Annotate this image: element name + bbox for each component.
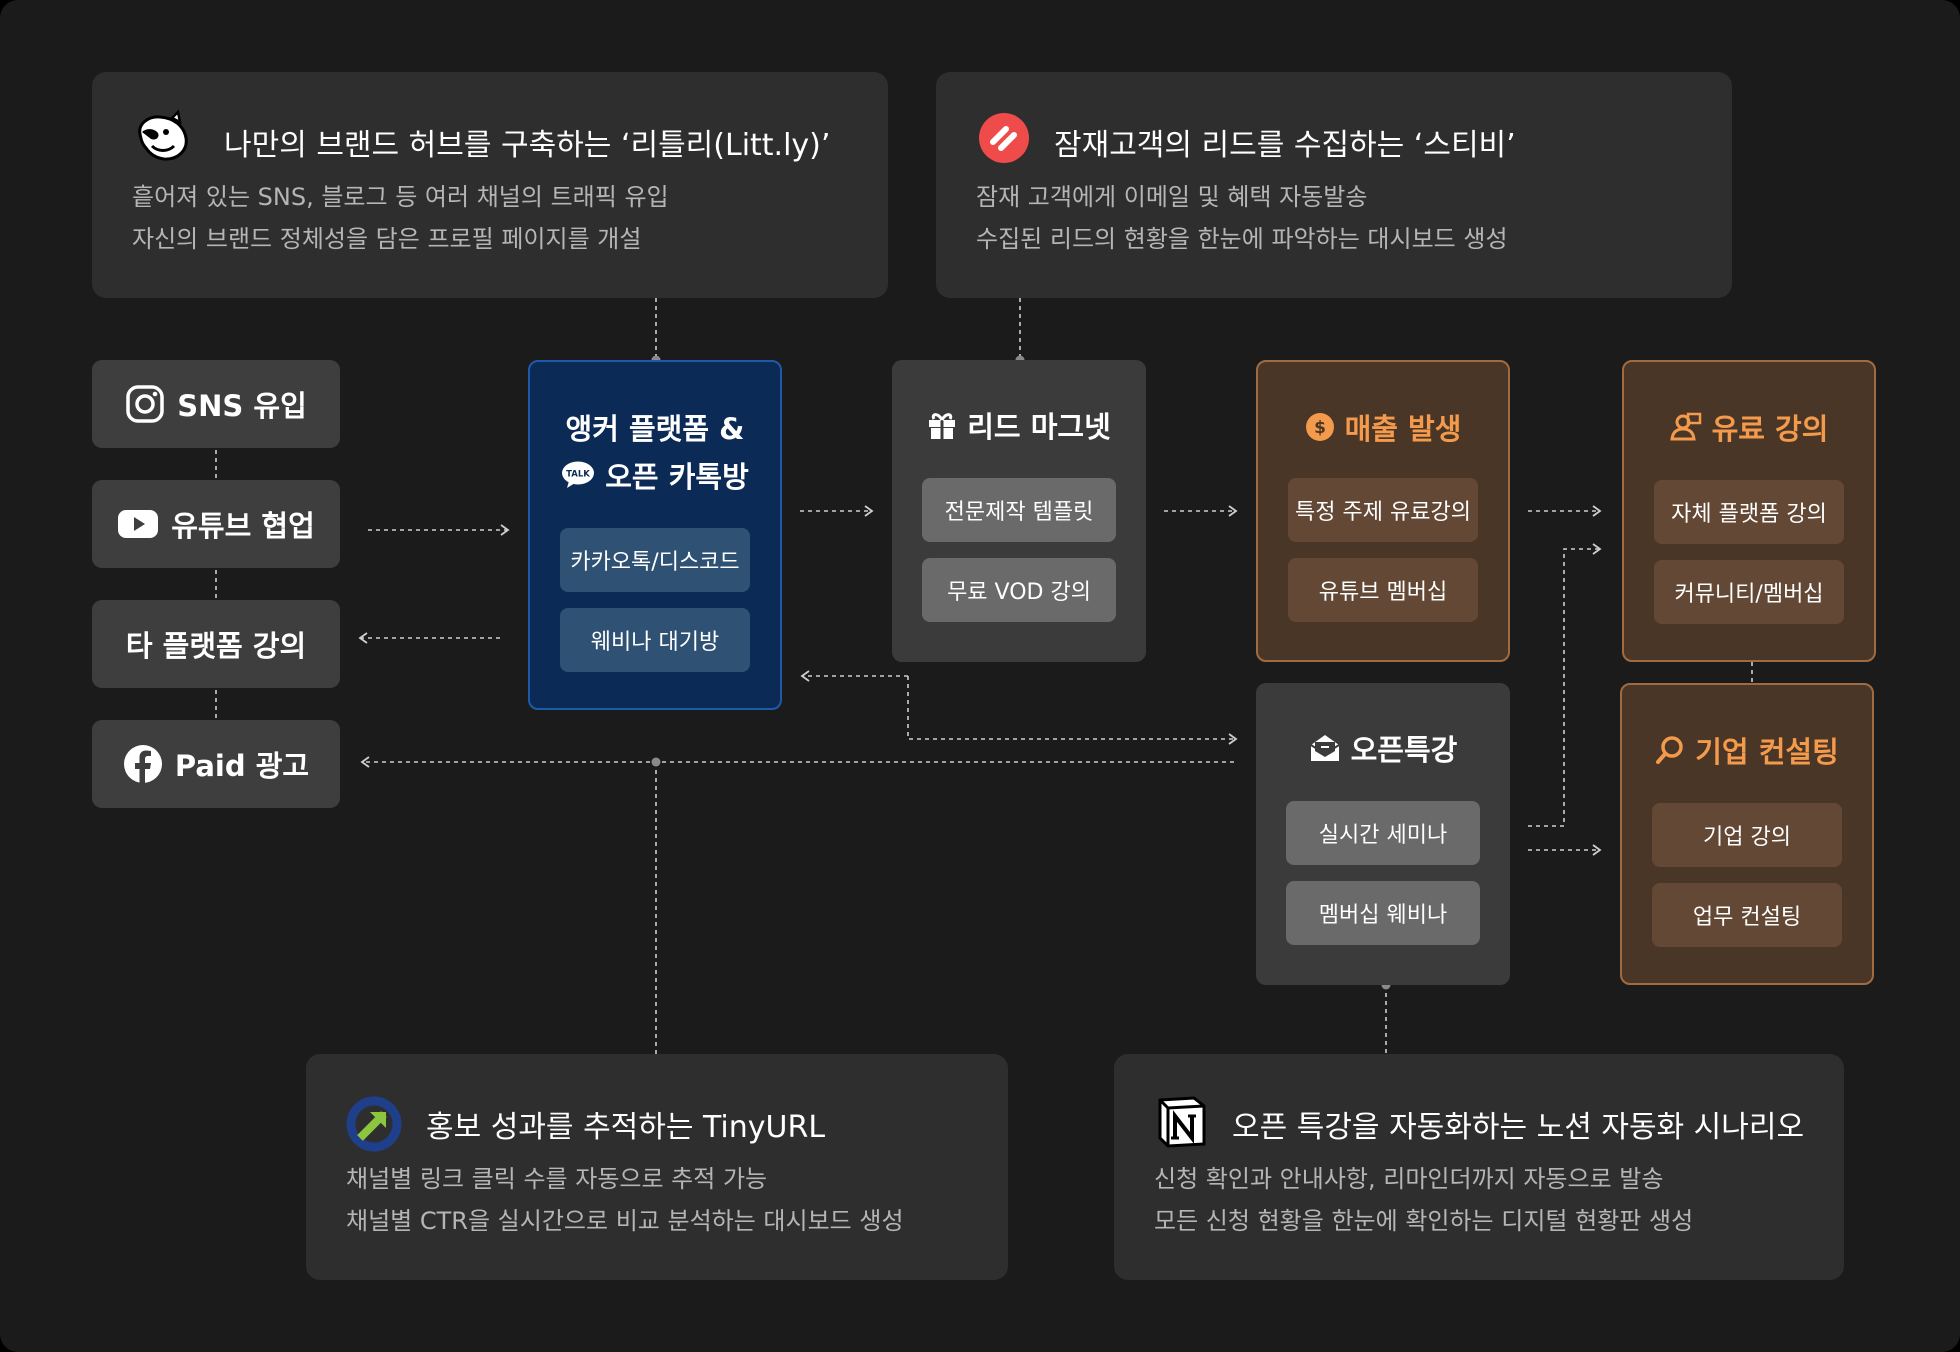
stibee-title: 잠재고객의 리드를 수집하는 ‘스티비’ [1054,128,1516,163]
consult-title-label: 기업 컨설팅 [1695,735,1839,769]
tinyurl-title: 홍보 성과를 추적하는 TinyURL [426,1110,826,1145]
info-box-notion: 오픈 특강을 자동화하는 노션 자동화 시나리오 신청 확인과 안내사항, 리마… [1114,1054,1844,1280]
info-box-littly: 나만의 브랜드 허브를 구축하는 ‘리틀리(Litt.ly)’ 흩어져 있는 S… [92,72,888,298]
open-item-membership-webinar: 멤버십 웨비나 [1286,881,1480,945]
consult-item-lecture: 기업 강의 [1652,803,1842,867]
open-item-live-seminar: 실시간 세미나 [1286,801,1480,865]
card-anchor-platform: 앵커 플랫폼 & TALK 오픈 카톡방 카카오톡/디스코드 웨비나 대기방 [528,360,782,710]
lead-item-template: 전문제작 템플릿 [922,478,1116,542]
littly-desc-1: 흩어져 있는 SNS, 블로그 등 여러 채널의 트래픽 유입 [132,183,669,211]
info-box-stibee: 잠재고객의 리드를 수집하는 ‘스티비’ 잠재 고객에게 이메일 및 혜택 자동… [936,72,1732,298]
card-paid-lecture: 유료 강의 자체 플랫폼 강의 커뮤니티/멤버십 [1622,360,1876,662]
consult-item-consulting: 업무 컨설팅 [1652,883,1842,947]
source-paid-ads-label: Paid 광고 [174,749,310,783]
source-youtube: 유튜브 협업 [92,480,340,568]
arrow-open-to-paid [1528,543,1602,827]
info-box-tinyurl: 홍보 성과를 추적하는 TinyURL 채널별 링크 클릭 수를 자동으로 추적… [306,1054,1008,1280]
stibee-desc-2: 수집된 리드의 현황을 한눈에 파악하는 대시보드 생성 [976,225,1508,253]
notion-logo-icon [1158,1096,1206,1148]
sales-item-paid-lecture: 특정 주제 유료강의 [1288,478,1478,542]
littly-desc-2: 자신의 브랜드 정체성을 담은 프로필 페이지를 개설 [132,225,642,253]
card-open-lecture: 오픈특강 실시간 세미나 멤버십 웨비나 [1256,683,1510,985]
stibee-desc-1: 잠재 고객에게 이메일 및 혜택 자동발송 [976,183,1368,211]
notion-desc-2: 모든 신청 현황을 한눈에 확인하는 디지털 현황판 생성 [1154,1207,1694,1235]
paid-title-label: 유료 강의 [1711,412,1829,446]
anchor-title-line1: 앵커 플랫폼 & [565,412,745,446]
tinyurl-logo-icon [346,1096,402,1152]
dollar-icon: $ [1305,413,1334,441]
source-sns: SNS 유입 [92,360,340,448]
svg-text:TALK: TALK [566,470,590,480]
lead-title-label: 리드 마그넷 [967,410,1111,444]
svg-text:$: $ [1314,418,1326,438]
littly-title: 나만의 브랜드 허브를 구축하는 ‘리틀리(Litt.ly)’ [224,128,831,163]
card-enterprise-consulting: 기업 컨설팅 기업 강의 업무 컨설팅 [1620,683,1874,985]
paid-title: 유료 강의 [1624,406,1874,448]
kakaotalk-icon: TALK [562,461,595,488]
notion-title: 오픈 특강을 자동화하는 노션 자동화 시나리오 [1232,1110,1805,1145]
teacher-icon [1669,412,1701,441]
card-lead-magnet: 리드 마그넷 전문제작 템플릿 무료 VOD 강의 [892,360,1146,662]
paid-item-community: 커뮤니티/멤버십 [1654,560,1844,624]
littly-logo-icon [138,109,188,161]
open-title: 오픈특강 [1256,727,1510,769]
stibee-logo-icon [979,113,1029,163]
mail-open-icon [1310,735,1340,761]
sales-title-label: 매출 발생 [1344,412,1462,446]
facebook-icon [123,745,162,784]
youtube-icon [118,510,159,538]
anchor-item-kakao-discord: 카카오톡/디스코드 [560,528,750,592]
anchor-title-line2: TALK 오픈 카톡방 [530,454,780,496]
notion-desc-1: 신청 확인과 안내사항, 리마인더까지 자동으로 발송 [1154,1165,1664,1193]
source-sns-label: SNS 유입 [177,389,307,423]
gift-icon [929,413,956,439]
arrow-to-open [907,676,1238,745]
anchor-item-webinar-room: 웨비나 대기방 [560,608,750,672]
anchor-title-label: 오픈 카톡방 [605,460,749,494]
instagram-icon [126,385,164,423]
source-other-platform: 타 플랫폼 강의 [92,600,340,688]
search-icon [1656,736,1683,764]
paid-item-own-platform: 자체 플랫폼 강의 [1654,480,1844,544]
source-paid-ads: Paid 광고 [92,720,340,808]
sales-item-youtube-membership: 유튜브 멤버십 [1288,558,1478,622]
consult-title: 기업 컨설팅 [1622,729,1872,771]
card-sales: $ 매출 발생 특정 주제 유료강의 유튜브 멤버십 [1256,360,1510,662]
source-other-platform-label: 타 플랫폼 강의 [125,629,307,663]
open-title-label: 오픈특강 [1350,733,1458,767]
sales-title: $ 매출 발생 [1258,406,1508,448]
tinyurl-desc-2: 채널별 CTR을 실시간으로 비교 분석하는 대시보드 생성 [346,1207,904,1235]
lead-title: 리드 마그넷 [892,404,1146,446]
lead-item-vod: 무료 VOD 강의 [922,558,1116,622]
source-youtube-label: 유튜브 협업 [171,509,315,543]
tinyurl-desc-1: 채널별 링크 클릭 수를 자동으로 추적 가능 [346,1165,768,1193]
